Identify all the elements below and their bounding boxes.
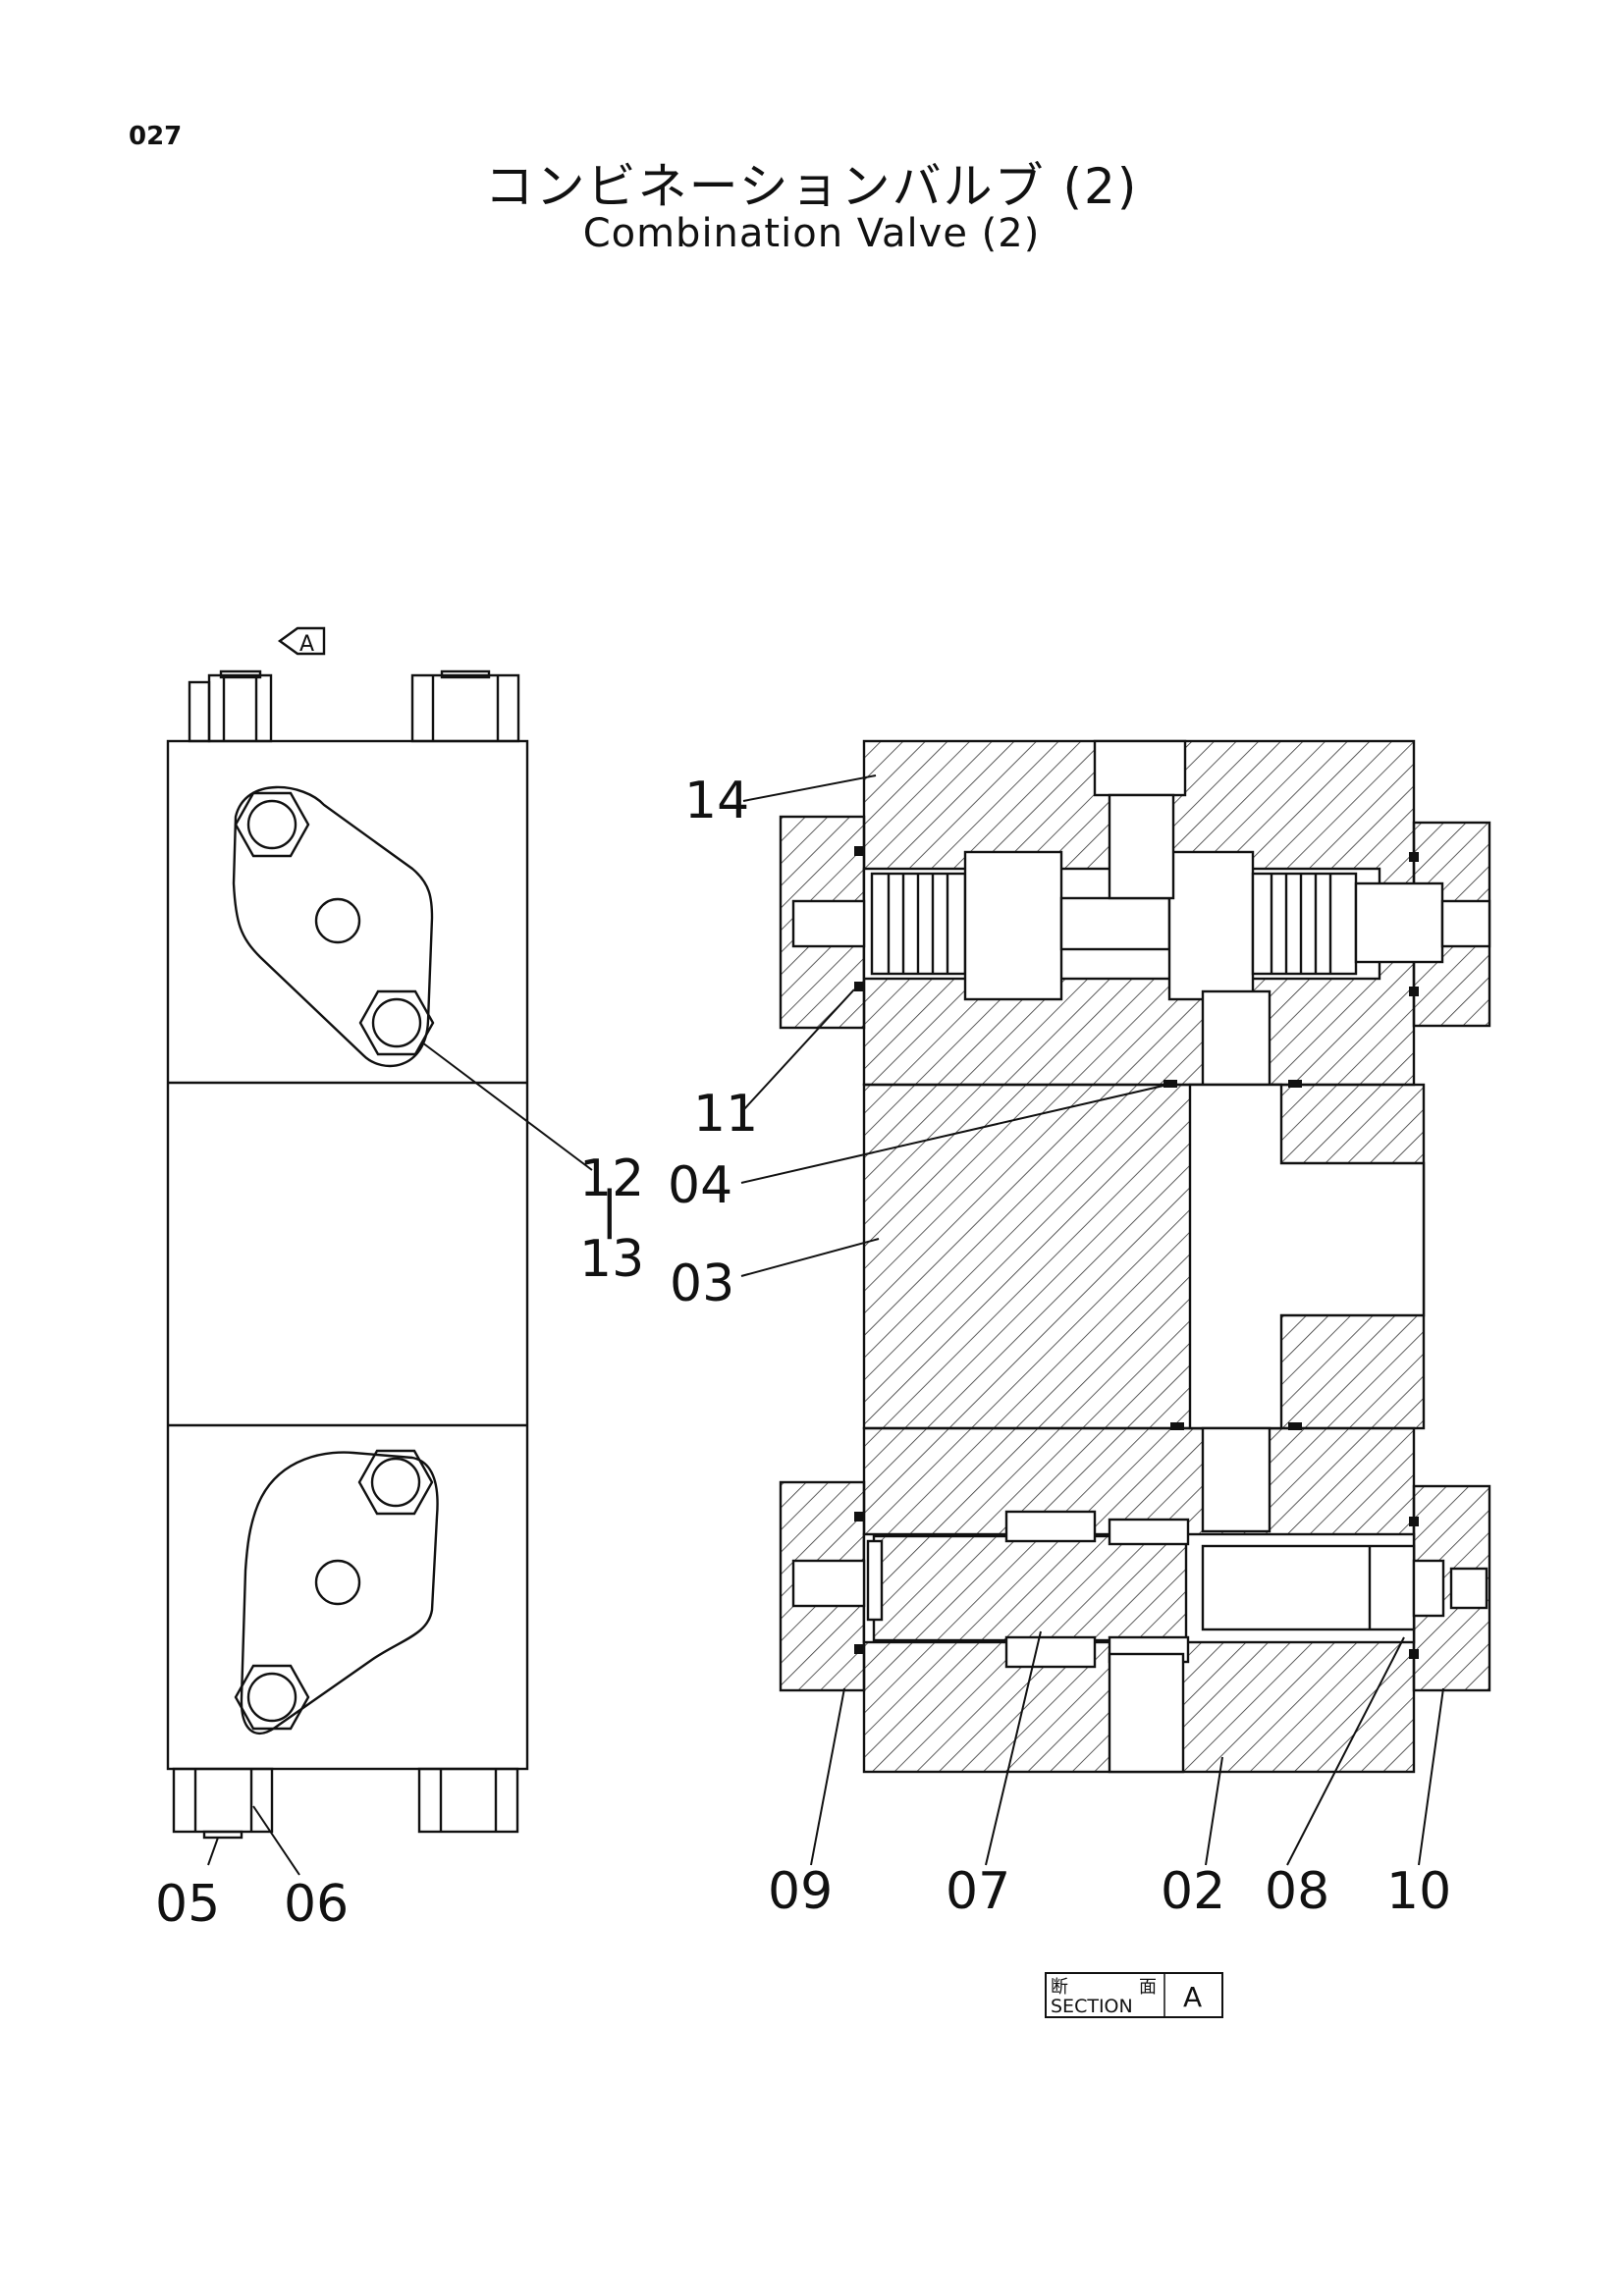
top-bolt-right <box>410 669 520 743</box>
title-english: Combination Valve (2) <box>582 211 1041 256</box>
callout-12-13-separator: | <box>601 1181 619 1240</box>
callout-04: 04 <box>668 1156 732 1215</box>
bottom-bolt-right <box>417 1767 519 1834</box>
callout-10: 10 <box>1386 1862 1451 1921</box>
callout-02: 02 <box>1161 1862 1225 1921</box>
external-view: A <box>166 626 593 1876</box>
section-label-jp-2: 面 <box>1139 1977 1157 1998</box>
callout-13: 13 <box>579 1230 644 1289</box>
top-bolt-left <box>188 669 273 743</box>
callout-11: 11 <box>693 1085 758 1144</box>
callout-08: 08 <box>1265 1862 1329 1921</box>
section-label-jp-1: 断 <box>1051 1977 1068 1998</box>
section-label-letter: A <box>1183 1981 1202 2013</box>
callout-05: 05 <box>155 1875 220 1934</box>
callout-09: 09 <box>768 1862 833 1921</box>
valve-body-outline <box>166 739 529 1771</box>
section-label-en: SECTION <box>1051 1996 1133 2017</box>
view-marker-label: A <box>299 632 314 657</box>
callout-03: 03 <box>670 1255 734 1313</box>
section-view <box>740 739 1491 1866</box>
callout-14: 14 <box>684 772 749 830</box>
bottom-bolt-left <box>172 1767 274 1840</box>
callout-06: 06 <box>284 1875 349 1934</box>
title-japanese: コンビネーションバルブ (2) <box>484 158 1139 215</box>
lower-flange <box>234 1449 439 1735</box>
section-a-label: 断 面 SECTION A <box>1045 1972 1223 2018</box>
upper-flange <box>232 785 435 1068</box>
callout-07: 07 <box>946 1862 1010 1921</box>
page-number: 027 <box>129 122 183 151</box>
callout-12: 12 <box>579 1149 644 1208</box>
view-arrow-icon: A <box>277 626 326 657</box>
